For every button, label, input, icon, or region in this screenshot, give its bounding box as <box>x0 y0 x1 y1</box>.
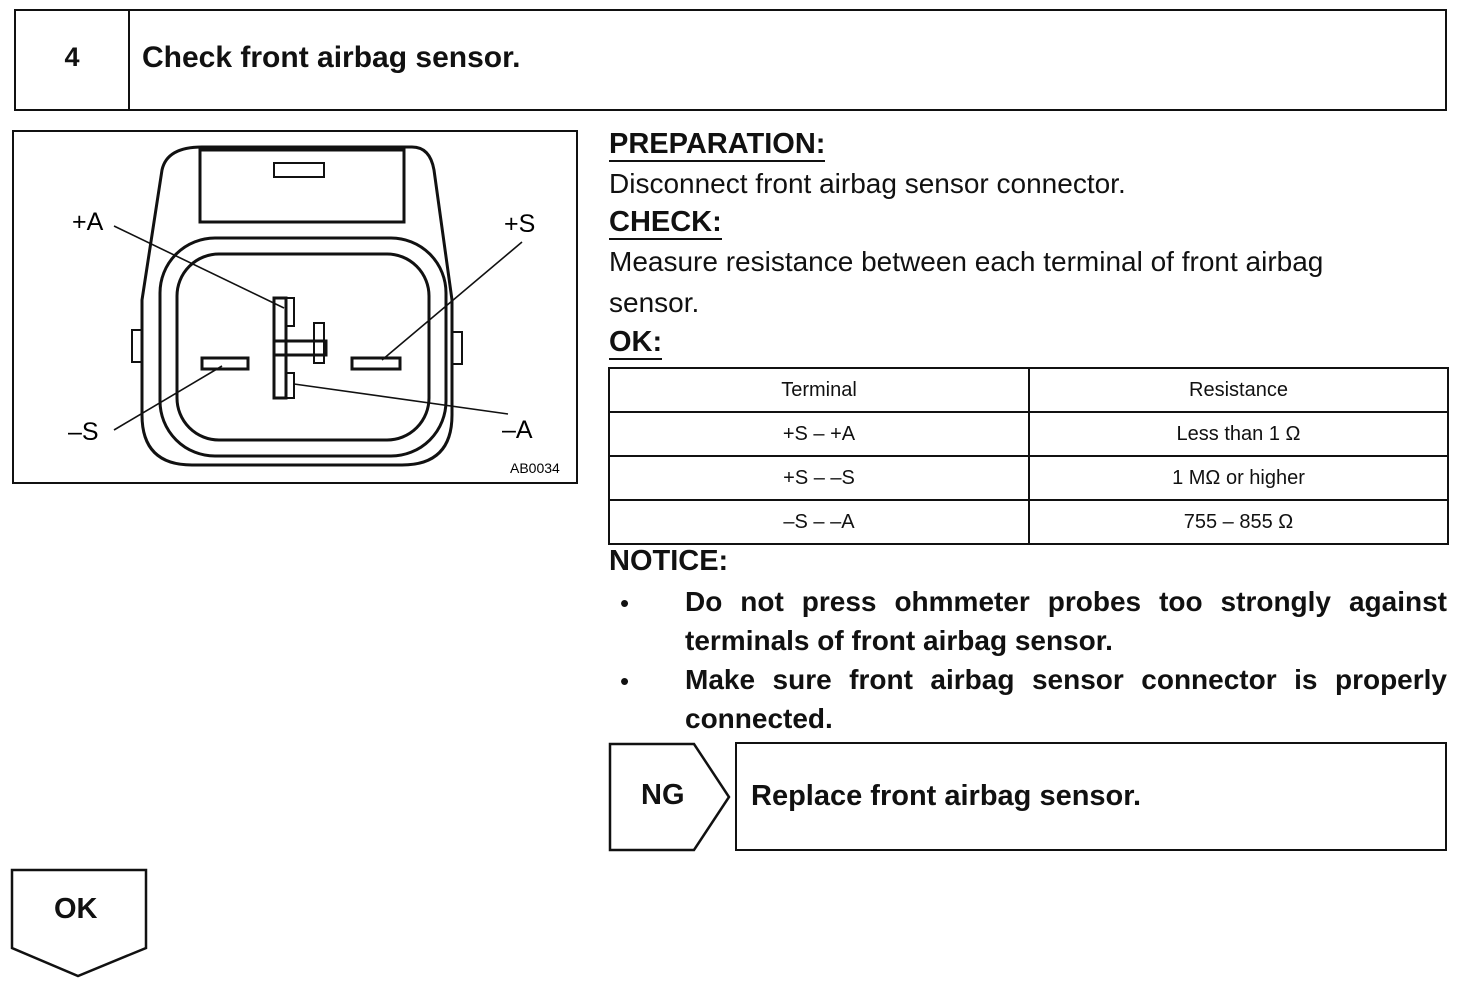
bullet-1: • <box>620 588 630 618</box>
table-cell-resistance: 1 MΩ or higher <box>1028 455 1449 501</box>
label-minus-a: –A <box>502 416 533 444</box>
notice-item-2: Make sure front airbag sensor connector … <box>685 664 1447 734</box>
diagram-frame <box>12 130 578 484</box>
connector-cavity <box>175 252 431 442</box>
step-header: 4 Check front airbag sensor. <box>14 9 1447 111</box>
latch-notch <box>273 162 325 178</box>
ng-action-text: Replace front airbag sensor. <box>751 780 1142 812</box>
step-number: 4 <box>16 11 130 109</box>
ok-arrow-box <box>10 868 148 978</box>
table-header-resistance: Resistance <box>1028 367 1449 413</box>
table-row: –S – –A 755 – 855 Ω <box>608 499 1449 545</box>
check-text-line2: sensor. <box>609 287 700 318</box>
label-plus-s: +S <box>504 210 535 238</box>
leader-minus-s <box>113 365 223 431</box>
terminal-center-bar <box>272 339 328 357</box>
connector-inner-housing <box>158 236 448 458</box>
connector-latch <box>198 148 406 224</box>
ng-action-box: Replace front airbag sensor. <box>735 742 1447 851</box>
check-section: CHECK: <box>609 206 1449 240</box>
terminal-minus-a <box>285 372 295 399</box>
resistance-table: Terminal Resistance +S – +A Less than 1 … <box>608 367 1449 545</box>
ok-heading: OK: <box>609 326 663 360</box>
terminal-spring <box>313 322 325 364</box>
preparation-text: Disconnect front airbag sensor connector… <box>609 168 1126 199</box>
ok-label: OK <box>54 893 98 925</box>
leader-plus-a <box>113 225 285 309</box>
bullet-2: • <box>620 666 630 696</box>
terminal-center-post <box>272 296 288 400</box>
ng-label: NG <box>641 779 685 811</box>
notice-item-1: Do not press ohmmeter probes too strongl… <box>685 586 1447 656</box>
connector-diagram: +A +S –S –A AB0034 <box>12 130 578 484</box>
table-header-terminal: Terminal <box>608 367 1030 413</box>
preparation-section: PREPARATION: <box>609 128 1449 162</box>
step-title: Check front airbag sensor. <box>142 41 521 74</box>
leader-plus-s <box>381 241 523 361</box>
table-row: +S – +A Less than 1 Ω <box>608 411 1449 457</box>
label-plus-a: +A <box>72 208 104 236</box>
leader-minus-a <box>293 383 509 415</box>
terminal-plus-a <box>285 297 295 327</box>
check-heading: CHECK: <box>609 206 722 240</box>
table-cell-terminal: +S – +A <box>608 411 1030 457</box>
terminal-minus-s <box>200 356 250 371</box>
check-text-line1: Measure resistance between each terminal… <box>609 246 1324 277</box>
table-cell-terminal: +S – –S <box>608 455 1030 501</box>
preparation-heading: PREPARATION: <box>609 128 826 162</box>
ng-arrow-box <box>608 742 731 852</box>
figure-code: AB0034 <box>510 460 560 476</box>
table-cell-terminal: –S – –A <box>608 499 1030 545</box>
ok-section: OK: <box>609 326 1449 360</box>
side-tab-left <box>131 329 143 363</box>
table-row: +S – –S 1 MΩ or higher <box>608 455 1449 501</box>
connector-outer-shell <box>140 145 454 467</box>
table-header-row: Terminal Resistance <box>608 367 1449 413</box>
label-minus-s: –S <box>68 418 99 446</box>
table-cell-resistance: 755 – 855 Ω <box>1028 499 1449 545</box>
notice-heading: NOTICE: <box>609 545 729 577</box>
side-tab-right <box>451 331 463 365</box>
table-cell-resistance: Less than 1 Ω <box>1028 411 1449 457</box>
terminal-plus-s <box>350 356 402 371</box>
